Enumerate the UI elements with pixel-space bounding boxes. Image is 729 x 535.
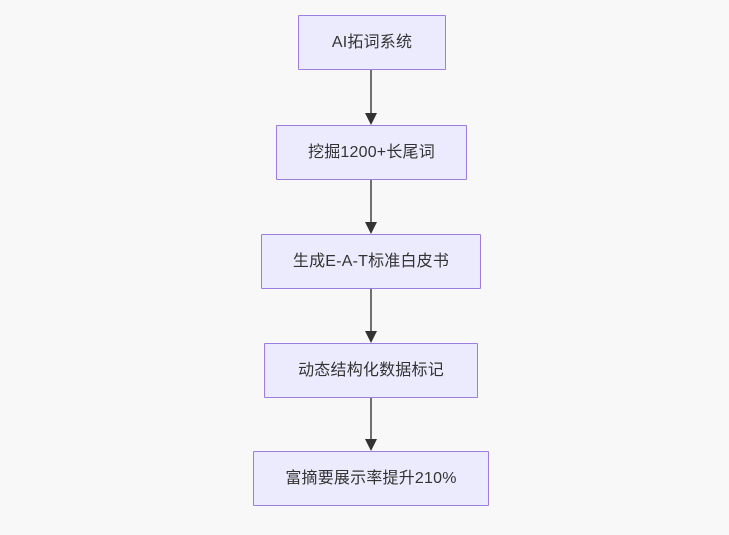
flowchart-node-mine-longtail-keywords[interactable]: 挖掘1200+长尾词: [276, 125, 467, 180]
edge-arrow-icon: [365, 70, 377, 125]
flowchart-node-label: 挖掘1200+长尾词: [308, 143, 435, 161]
flowchart-node-label: 动态结构化数据标记: [298, 361, 444, 379]
edge-n4-to-n5: [363, 398, 379, 451]
edge-n3-to-n4: [363, 289, 379, 343]
edge-arrow-icon: [365, 289, 377, 343]
flowchart-node-label: AI拓词系统: [331, 33, 413, 51]
flowchart-node-label: 生成E-A-T标准白皮书: [292, 252, 450, 270]
flowchart-node-dynamic-structured-data-markup[interactable]: 动态结构化数据标记: [264, 343, 478, 398]
flowchart-node-label: 富摘要展示率提升210%: [285, 469, 457, 487]
flowchart-node-ai-keyword-system[interactable]: AI拓词系统: [298, 15, 446, 70]
edge-arrow-icon: [365, 180, 377, 234]
flowchart-node-generate-eat-whitepaper[interactable]: 生成E-A-T标准白皮书: [261, 234, 481, 289]
edge-arrow-icon: [365, 398, 377, 451]
flowchart-node-rich-snippet-rate-increase[interactable]: 富摘要展示率提升210%: [253, 451, 489, 506]
edge-n2-to-n3: [363, 180, 379, 234]
edge-n1-to-n2: [363, 70, 379, 125]
